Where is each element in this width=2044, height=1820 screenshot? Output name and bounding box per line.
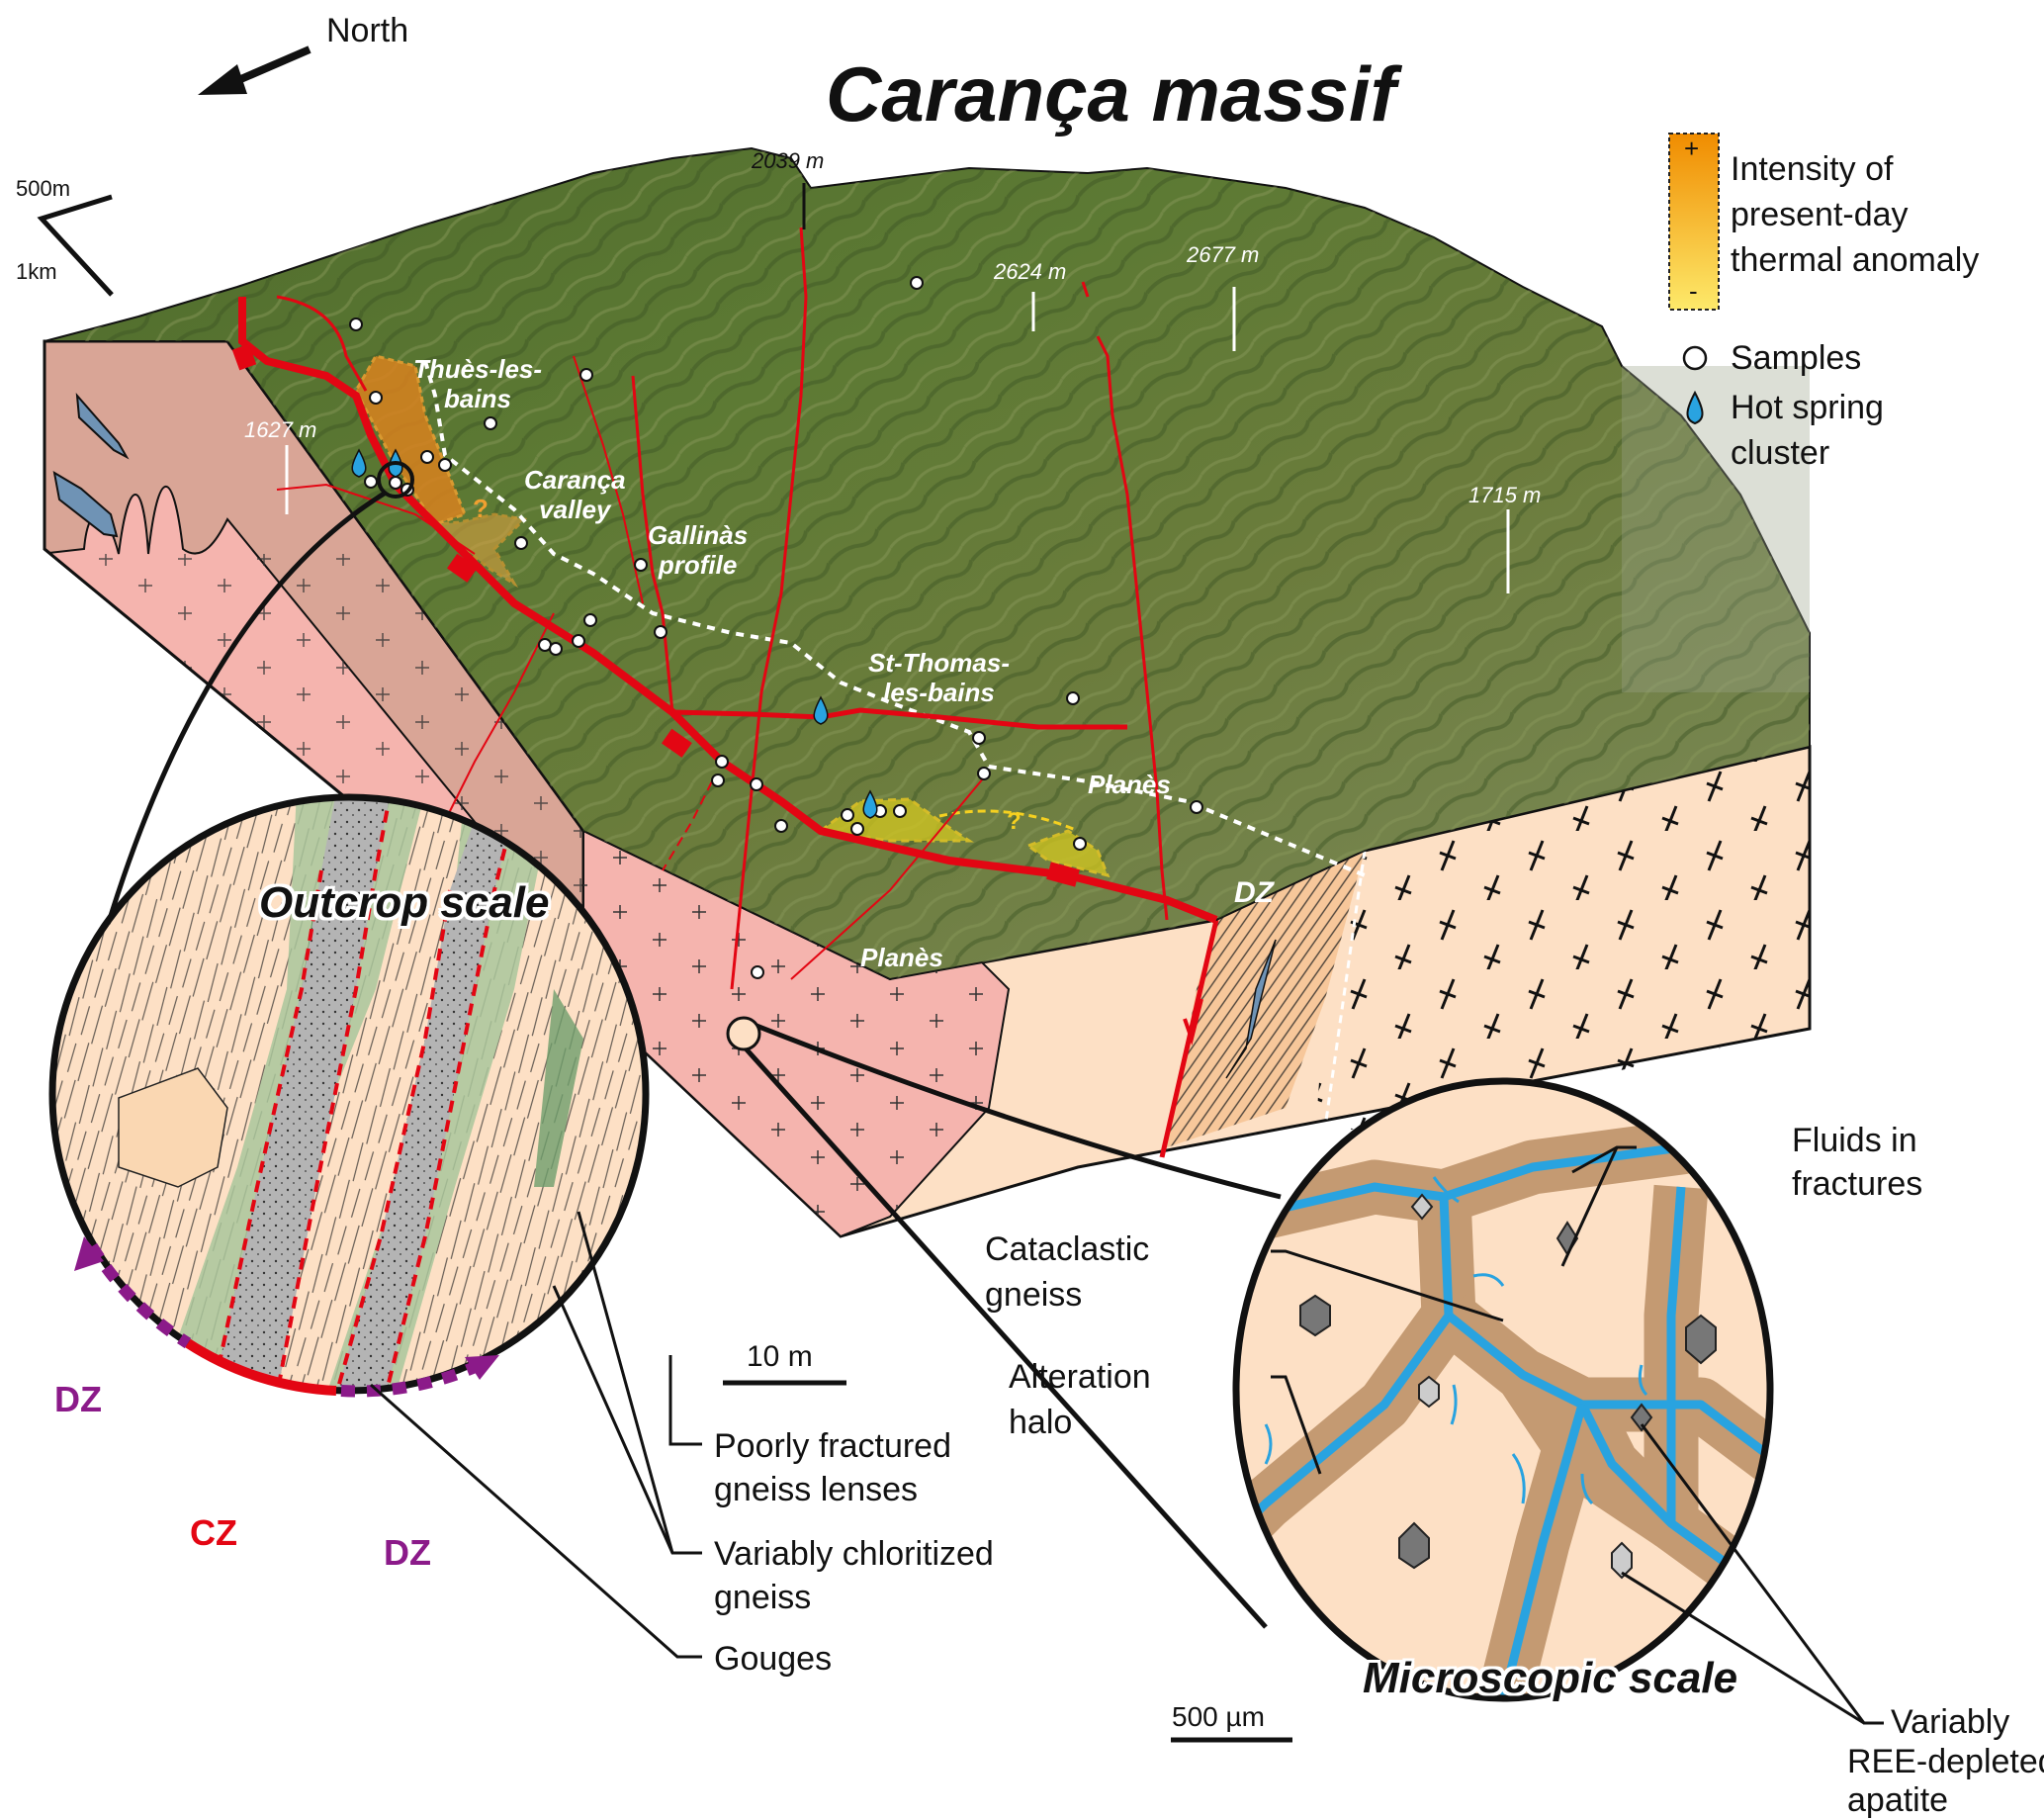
hot-spring-legend-icon bbox=[1686, 390, 1704, 425]
scale-vertical-label: 500m bbox=[16, 176, 71, 201]
scale-horizontal-label: 1km bbox=[16, 259, 57, 284]
amphibolite-lens-2 bbox=[52, 471, 119, 538]
place-thues-line-1: Thuès-les- bbox=[413, 354, 543, 384]
faults bbox=[238, 227, 1218, 990]
main-fault-section bbox=[1159, 919, 1219, 1158]
scale-axes bbox=[37, 194, 114, 297]
uncertain-mark-1: ? bbox=[473, 494, 489, 523]
fluids-label-1: Fluids in bbox=[1792, 1122, 1917, 1159]
place-st-thomas-line-1: St-Thomas- bbox=[868, 648, 1010, 678]
uncertain-mark-2: ? bbox=[1007, 808, 1022, 835]
place-gallinas-line-2: profile bbox=[658, 550, 738, 580]
outcrop-cz: CZ bbox=[190, 1512, 237, 1553]
chloritized-label-2: gneiss bbox=[714, 1579, 812, 1616]
place-caranca-line-2: valley bbox=[539, 495, 611, 524]
outcrop-scale-view bbox=[52, 797, 646, 1391]
place-caranca-line-1: Carança bbox=[524, 465, 626, 495]
fluids-label-2: fractures bbox=[1792, 1165, 1923, 1203]
micro-scale-label: 500 µm bbox=[1172, 1701, 1265, 1732]
anomaly-plus: + bbox=[1684, 134, 1700, 163]
place-thues-line-2: bains bbox=[444, 384, 511, 413]
samples-legend-icon bbox=[1682, 345, 1708, 371]
outcrop-leaders bbox=[370, 1211, 702, 1659]
page-title: Carança massif bbox=[826, 50, 1396, 137]
samples-label: Samples bbox=[1731, 339, 1862, 377]
place-gallinas-line-1: Gallinàs bbox=[648, 520, 749, 550]
micro-circle-outline bbox=[1232, 1077, 1774, 1702]
north-label: North bbox=[326, 12, 409, 49]
outcrop-scale-label: 10 m bbox=[747, 1340, 813, 1373]
thermal-anomaly-low-2 bbox=[1024, 829, 1111, 878]
microscopic-scale-view bbox=[1236, 1081, 1770, 1698]
micro-scale-title: Microscopic scale bbox=[1363, 1654, 1738, 1702]
hot-spring-markers bbox=[351, 448, 878, 819]
core-zone-arc bbox=[185, 1338, 337, 1396]
chloritized-label-1: Variably chloritized bbox=[714, 1535, 994, 1573]
poorly-fractured-label-2: gneiss lenses bbox=[714, 1471, 919, 1508]
altitude-2624: 2624 m bbox=[994, 259, 1067, 284]
place-gallinas-profile: Gallinàs profile bbox=[648, 520, 748, 580]
outcrop-dz-left: DZ bbox=[54, 1379, 102, 1419]
fluid-arrows bbox=[1264, 1176, 1648, 1505]
place-caranca-valley: Carança valley bbox=[524, 465, 626, 524]
place-thues-les-bains: Thuès-les- bains bbox=[413, 354, 542, 413]
anomaly-minus: - bbox=[1689, 276, 1698, 306]
apatite-label-1: Variably bbox=[1891, 1703, 2010, 1741]
thermal-anomaly-mid bbox=[431, 512, 528, 589]
altitude-1715: 1715 m bbox=[1468, 483, 1542, 507]
place-planes-2: Planès bbox=[860, 943, 943, 972]
altitude-1627: 1627 m bbox=[244, 417, 317, 442]
damage-zone-label: DZ bbox=[1234, 876, 1274, 909]
cataclastic-label-1: Cataclastic bbox=[985, 1230, 1150, 1268]
thermal-anomaly-gradient bbox=[1668, 133, 1720, 311]
place-planes-1: Planès bbox=[1088, 770, 1171, 799]
place-st-thomas-les-bains: St-Thomas- les-bains bbox=[868, 648, 1010, 707]
alteration-label-2: halo bbox=[1009, 1404, 1073, 1441]
amphibolite-lens-1 bbox=[75, 393, 130, 460]
hot-spring-label-1: Hot spring bbox=[1731, 389, 1884, 426]
gouges-label: Gouges bbox=[714, 1640, 833, 1678]
altitude-2677: 2677 m bbox=[1187, 242, 1260, 267]
anomaly-label-1: Intensity of bbox=[1731, 150, 1894, 188]
profile-line bbox=[423, 360, 1366, 877]
altitude-2039: 2039 m bbox=[752, 148, 825, 173]
hot-spring-label-2: cluster bbox=[1731, 434, 1830, 472]
outcrop-scale-title: Outcrop scale bbox=[259, 878, 550, 927]
micro-location-marker bbox=[726, 1016, 761, 1051]
alteration-label-1: Alteration bbox=[1009, 1358, 1151, 1396]
place-st-thomas-line-2: les-bains bbox=[883, 678, 995, 707]
apatite-label-2: REE-depleted bbox=[1847, 1743, 2044, 1780]
outcrop-location-marker bbox=[377, 461, 414, 499]
apatite-label-3: apatite bbox=[1847, 1781, 1949, 1819]
outcrop-dz-right: DZ bbox=[384, 1532, 431, 1573]
micro-leaders bbox=[1271, 1145, 1884, 1725]
anomaly-label-2: present-day bbox=[1731, 196, 1909, 233]
north-arrow-icon bbox=[198, 46, 311, 95]
cataclastic-label-2: gneiss bbox=[985, 1276, 1083, 1314]
poorly-fractured-label-1: Poorly fractured bbox=[714, 1427, 951, 1465]
anomaly-label-3: thermal anomaly bbox=[1731, 241, 1980, 279]
